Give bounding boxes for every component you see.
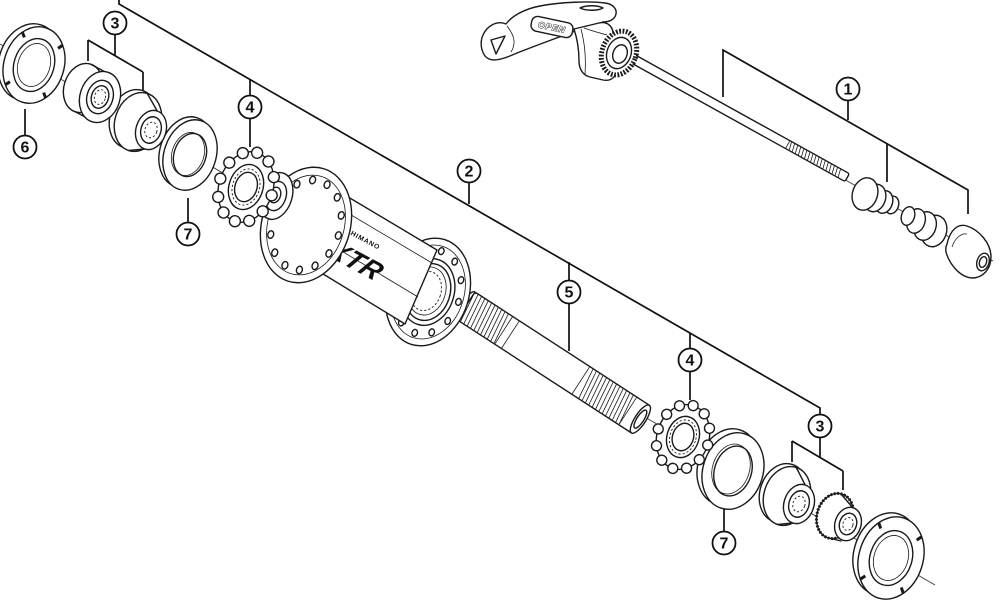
- axle: [455, 291, 652, 434]
- left-seal-washer: [158, 116, 218, 191]
- callout-leader-lines: [24, 0, 969, 531]
- callout-right-ball-retainer: 4: [677, 347, 703, 373]
- callout-number: 5: [565, 285, 574, 302]
- callout-axle: 5: [556, 279, 582, 305]
- callout-right-lock-nut-unit: 3: [807, 413, 833, 439]
- left-dust-cap: [0, 23, 66, 104]
- hub-shell: SHIMANO XTR: [258, 166, 472, 347]
- qr-lever: OPEN: [480, 1, 617, 61]
- quick-release-assembly: OPEN: [480, 1, 992, 279]
- callout-circle: [677, 347, 703, 373]
- callout-circle: [556, 279, 582, 305]
- left-lock-nut: [62, 62, 122, 124]
- callout-number: 3: [816, 419, 825, 436]
- right-lock-nut: [814, 491, 863, 542]
- callout-number: 4: [246, 100, 255, 117]
- callout-bubbles: 1 2 3 4 5 6 7 4 3 7: [12, 10, 861, 556]
- callout-number: 7: [720, 536, 729, 553]
- callout-left-ball-retainer: 4: [237, 94, 263, 120]
- callout-left-seal-washer: 7: [175, 221, 201, 247]
- callout-number: 3: [111, 16, 120, 33]
- qr-end-cap: [945, 224, 992, 279]
- right-dust-cap: [852, 512, 925, 600]
- callout-circle: [237, 94, 263, 120]
- callout-right-seal-washer: 7: [711, 530, 737, 556]
- callout-hub-shell: 2: [456, 158, 482, 184]
- qr-spring-left: [851, 177, 900, 215]
- left-flange-spoke-holes: [267, 175, 345, 275]
- qr-open-label-plate: OPEN: [530, 15, 574, 39]
- callout-number: 1: [844, 82, 853, 99]
- right-cone: [758, 462, 816, 527]
- callout-circle: [102, 10, 128, 36]
- callout-number: 2: [465, 164, 474, 181]
- callout-circle: [175, 221, 201, 247]
- qr-skewer-rod: [624, 51, 850, 182]
- qr-spring-right: [900, 206, 948, 248]
- callout-quick-release-assembly: 1: [835, 76, 861, 102]
- left-ball-retainer: [211, 146, 281, 228]
- right-ball-retainer: [650, 399, 716, 475]
- left-cone: [108, 88, 168, 153]
- callout-circle: [807, 413, 833, 439]
- callout-circle: [711, 530, 737, 556]
- callout-number: 6: [21, 140, 30, 157]
- callout-left-dust-cap: 6: [12, 134, 38, 160]
- callout-circle: [12, 134, 38, 160]
- callout-left-lock-nut-unit: 3: [102, 10, 128, 36]
- callout-circle: [835, 76, 861, 102]
- qr-knurled-ring: [598, 28, 640, 78]
- callout-number: 7: [184, 227, 193, 244]
- callout-circle: [456, 158, 482, 184]
- callout-number: 4: [686, 353, 695, 370]
